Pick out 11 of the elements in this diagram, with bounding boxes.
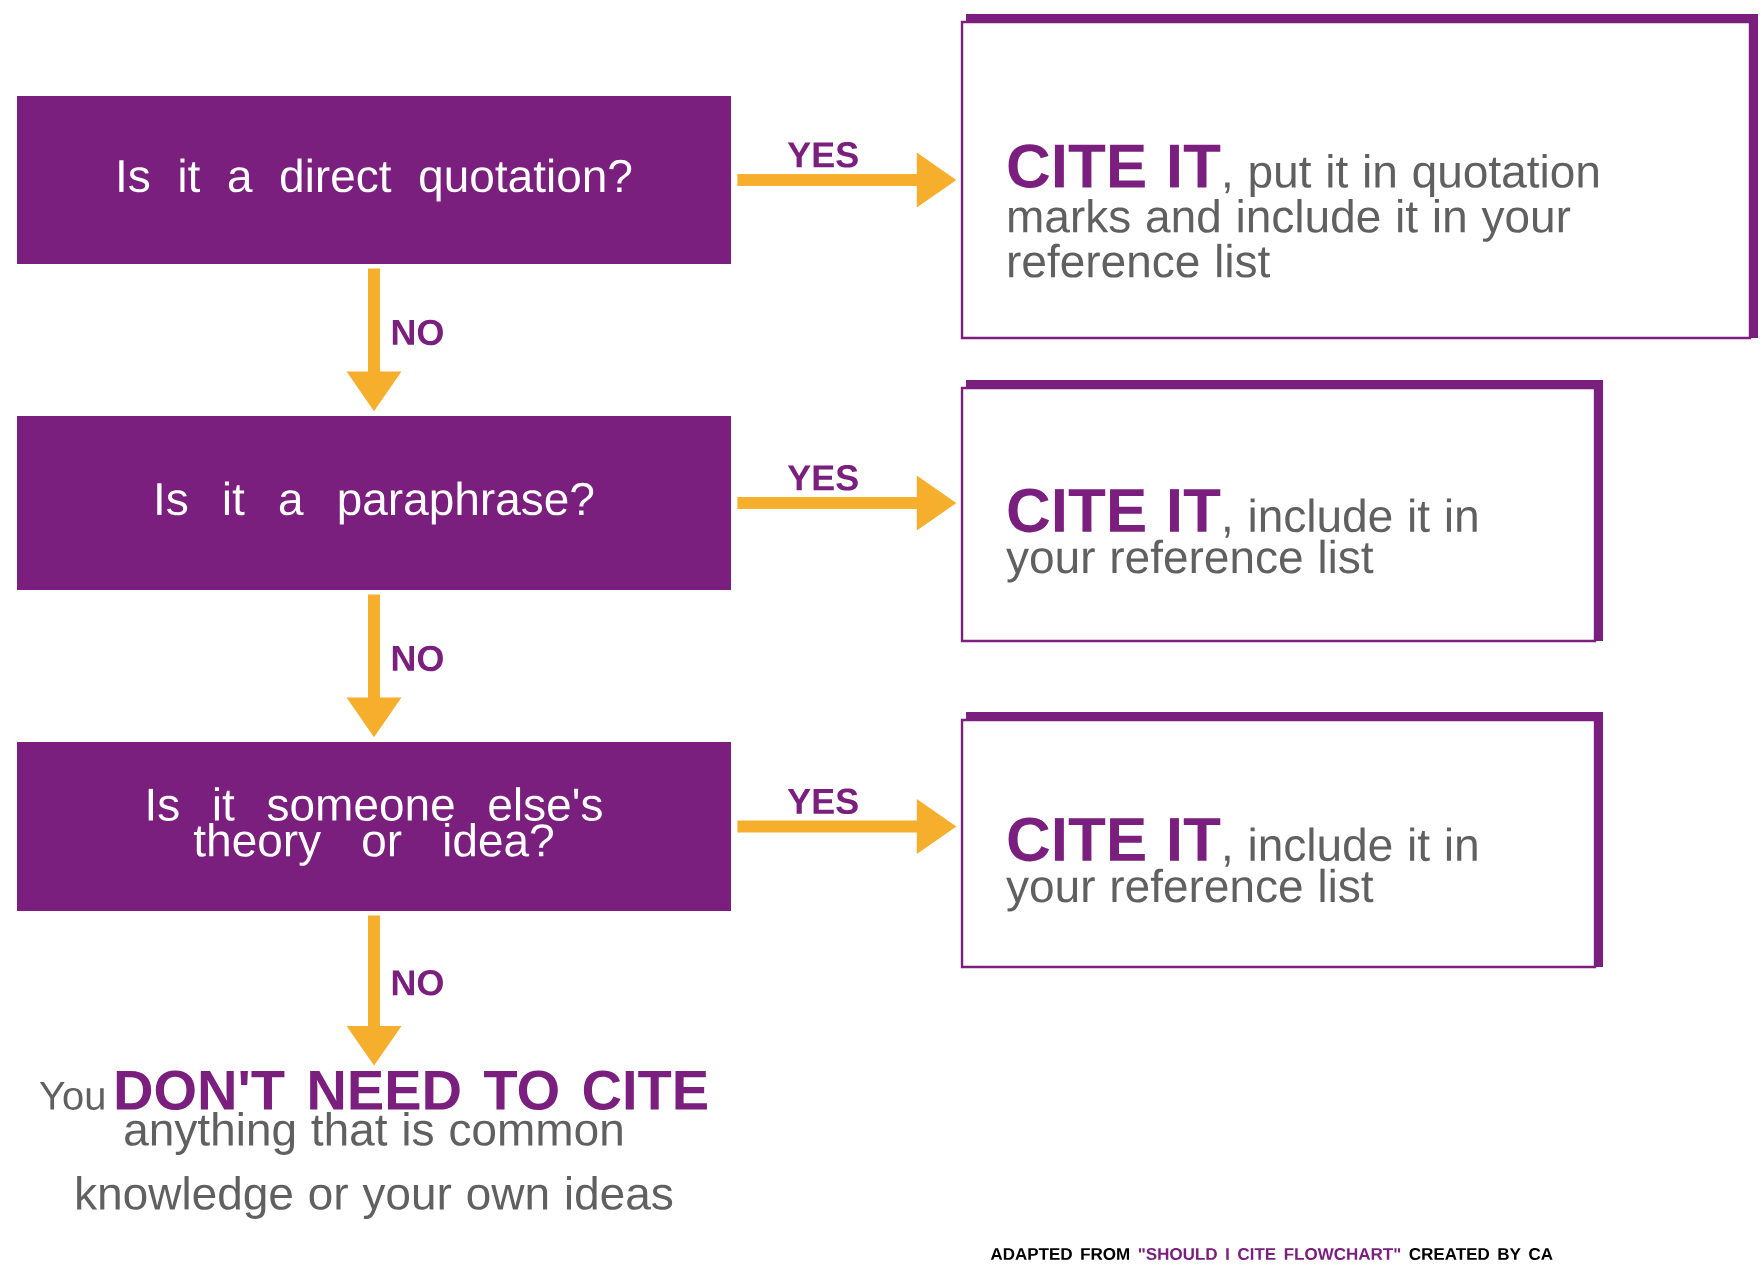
question-box: Is it a paraphrase? [17, 416, 731, 590]
edge-label: NO [392, 319, 443, 346]
edge-label: YES [787, 788, 858, 815]
question-box: Is it a direct quotation? [17, 96, 731, 264]
credit-text: ADAPTED FROM "SHOULD I CITE FLOWCHART" CREATED BY CA [990, 1248, 1553, 1261]
result-text: You DON'T NEED TO CITE anything that is common knowledge or your own ideas [39, 1070, 707, 1219]
edge-label: NO [392, 645, 443, 672]
edge-label: YES [787, 142, 858, 168]
edge-label: YES [787, 465, 858, 491]
question-box: Is it someone else's theory or idea? [17, 742, 731, 911]
edge-label: NO [392, 970, 443, 996]
